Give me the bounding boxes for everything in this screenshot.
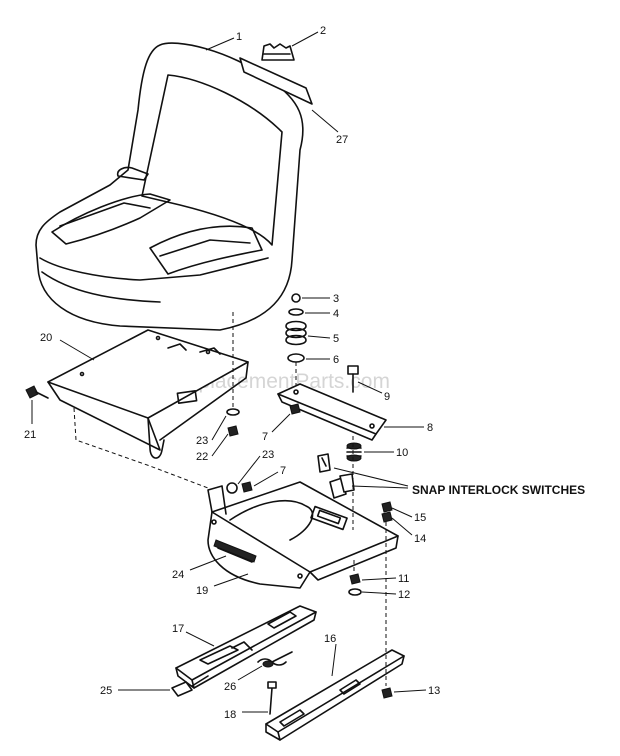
nuts-11-12 [348, 573, 362, 596]
label-19: 19 [196, 585, 208, 597]
seat-base [207, 481, 399, 589]
part-labels: 1 2 27 3 4 5 6 9 8 10 7 20 21 23 22 23 7… [24, 25, 585, 721]
label-22: 22 [196, 451, 208, 463]
label-9: 9 [384, 391, 390, 403]
nut-7-upper [289, 403, 301, 415]
snap-interlock-switches-callout: SNAP INTERLOCK SWITCHES [412, 483, 585, 497]
label-20: 20 [40, 332, 52, 344]
assembly-lines [73, 312, 387, 686]
spring-10 [346, 442, 362, 462]
label-21: 21 [24, 429, 36, 441]
label-3: 3 [333, 293, 339, 305]
bolt-9 [347, 365, 359, 393]
decal-27 [239, 57, 313, 105]
bolt-18 [267, 681, 277, 715]
label-6: 6 [333, 354, 339, 366]
label-4: 4 [333, 308, 339, 320]
decal-2 [261, 43, 295, 61]
label-13: 13 [428, 685, 440, 697]
label-16: 16 [324, 633, 336, 645]
slot-plate-24 [213, 539, 257, 563]
seat-rail-16 [265, 649, 405, 741]
label-2: 2 [320, 25, 326, 37]
washer-nut-lower [226, 481, 253, 494]
leader-lines [31, 31, 427, 713]
seat-rail-17 [175, 605, 317, 689]
nuts-14-15 [381, 501, 393, 523]
spring-stack [285, 293, 307, 363]
screw-13 [381, 687, 393, 699]
label-5: 5 [333, 333, 339, 345]
label-24: 24 [172, 569, 184, 581]
bracket-8 [277, 383, 387, 441]
label-25: 25 [100, 685, 112, 697]
label-12: 12 [398, 589, 410, 601]
label-26: 26 [224, 681, 236, 693]
label-15: 15 [414, 512, 426, 524]
knob-25 [171, 675, 209, 697]
label-18: 18 [224, 709, 236, 721]
label-1: 1 [236, 31, 242, 43]
label-23-lower: 23 [262, 449, 274, 461]
interlock-switches [317, 453, 355, 499]
washer-nut-22-23 [226, 408, 240, 437]
spring-26 [257, 651, 293, 668]
label-27: 27 [336, 134, 348, 146]
label-8: 8 [427, 422, 433, 434]
label-17: 17 [172, 623, 184, 635]
seat [35, 42, 304, 331]
label-11: 11 [398, 573, 409, 585]
label-23-upper: 23 [196, 435, 208, 447]
bolt-21 [25, 385, 49, 399]
label-7-upper: 7 [262, 431, 268, 443]
label-7-lower: 7 [280, 465, 286, 477]
seat-pan [47, 329, 249, 459]
label-10: 10 [396, 447, 408, 459]
label-14: 14 [414, 533, 426, 545]
